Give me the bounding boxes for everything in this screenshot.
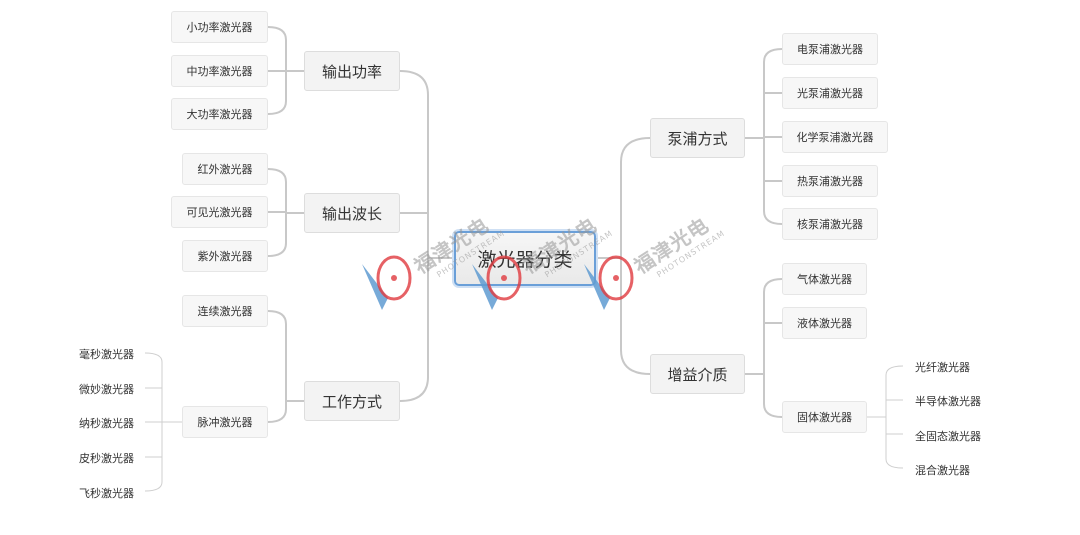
leaf-millisecond-laser[interactable]: 毫秒激光器: [79, 348, 134, 361]
node-low-power-laser[interactable]: 小功率激光器: [171, 11, 268, 43]
root-node[interactable]: 激光器分类: [454, 231, 596, 286]
leaf-all-solid-state-laser[interactable]: 全固态激光器: [915, 430, 981, 443]
branch-pumping-method[interactable]: 泵浦方式: [650, 118, 745, 158]
node-ultraviolet-laser[interactable]: 紫外激光器: [182, 240, 268, 272]
connector-solid-children: [867, 365, 904, 469]
node-electric-pump-laser[interactable]: 电泵浦激光器: [782, 33, 878, 65]
node-gas-laser[interactable]: 气体激光器: [782, 263, 867, 295]
branch-output-power[interactable]: 输出功率: [304, 51, 400, 91]
node-optical-pump-laser[interactable]: 光泵浦激光器: [782, 77, 878, 109]
node-high-power-laser[interactable]: 大功率激光器: [171, 98, 268, 130]
leaf-semiconductor-laser[interactable]: 半导体激光器: [915, 395, 981, 408]
connector-pump-children: [745, 48, 783, 225]
leaf-picosecond-laser[interactable]: 皮秒激光器: [79, 452, 134, 465]
node-pulse-laser[interactable]: 脉冲激光器: [182, 406, 268, 438]
connector-gain-children: [745, 278, 783, 418]
node-continuous-laser[interactable]: 连续激光器: [182, 295, 268, 327]
leaf-nanosecond-laser[interactable]: 纳秒激光器: [79, 417, 134, 430]
leaf-fiber-laser[interactable]: 光纤激光器: [915, 361, 970, 374]
connector-left-trunk: [399, 70, 429, 402]
node-infrared-laser[interactable]: 红外激光器: [182, 153, 268, 185]
node-liquid-laser[interactable]: 液体激光器: [782, 307, 867, 339]
leaf-microsecond-laser[interactable]: 微妙激光器: [79, 383, 134, 396]
branch-gain-medium[interactable]: 增益介质: [650, 354, 745, 394]
connector-wavelength-children: [267, 168, 304, 257]
branch-working-mode[interactable]: 工作方式: [304, 381, 400, 421]
branch-output-wavelength[interactable]: 输出波长: [304, 193, 400, 233]
connector-power-children: [267, 26, 304, 115]
connector-pulse-children: [144, 352, 182, 492]
leaf-femtosecond-laser[interactable]: 飞秒激光器: [79, 487, 134, 500]
leaf-hybrid-laser[interactable]: 混合激光器: [915, 464, 970, 477]
node-nuclear-pump-laser[interactable]: 核泵浦激光器: [782, 208, 878, 240]
connector-right-trunk: [620, 137, 651, 375]
node-chemical-pump-laser[interactable]: 化学泵浦激光器: [782, 121, 888, 153]
connector-mode-children: [267, 310, 304, 423]
node-solid-laser[interactable]: 固体激光器: [782, 401, 867, 433]
node-medium-power-laser[interactable]: 中功率激光器: [171, 55, 268, 87]
node-thermal-pump-laser[interactable]: 热泵浦激光器: [782, 165, 878, 197]
node-visible-laser[interactable]: 可见光激光器: [171, 196, 268, 228]
